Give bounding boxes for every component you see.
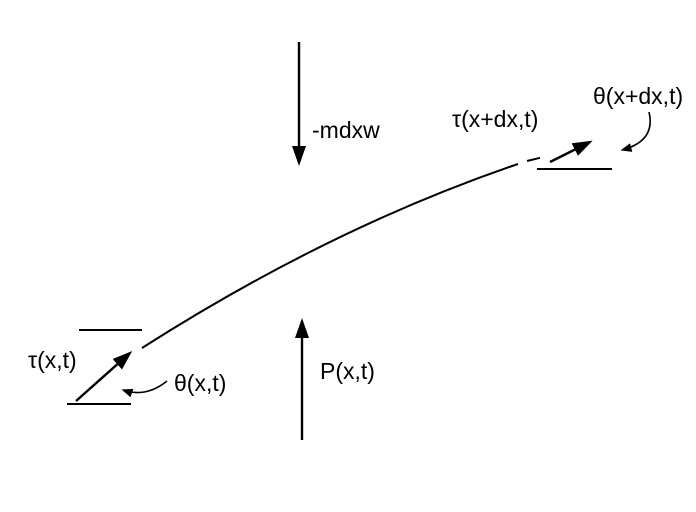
force-arrows bbox=[75, 42, 593, 440]
angle-left-label: θ(x,t) bbox=[174, 370, 226, 396]
angle-pointers bbox=[121, 111, 651, 398]
angle-right-pointer-arrow bbox=[620, 111, 651, 152]
element-geometry bbox=[67, 156, 612, 405]
labels: -mdxw τ(x+dx,t) θ(x+dx,t) τ(x,t) θ(x,t) … bbox=[28, 83, 683, 396]
element-curve bbox=[141, 163, 519, 349]
load-label: P(x,t) bbox=[320, 358, 375, 384]
tension-left-arrow bbox=[75, 351, 133, 402]
angle-right-label: θ(x+dx,t) bbox=[593, 83, 683, 109]
element-curve-dash bbox=[526, 156, 541, 162]
inertia-force-label: -mdxw bbox=[312, 117, 380, 143]
angle-left-pointer-arrow bbox=[121, 380, 168, 398]
tension-left-label: τ(x,t) bbox=[28, 347, 77, 373]
tension-right-label: τ(x+dx,t) bbox=[452, 106, 538, 132]
tension-right-arrow bbox=[549, 140, 593, 164]
